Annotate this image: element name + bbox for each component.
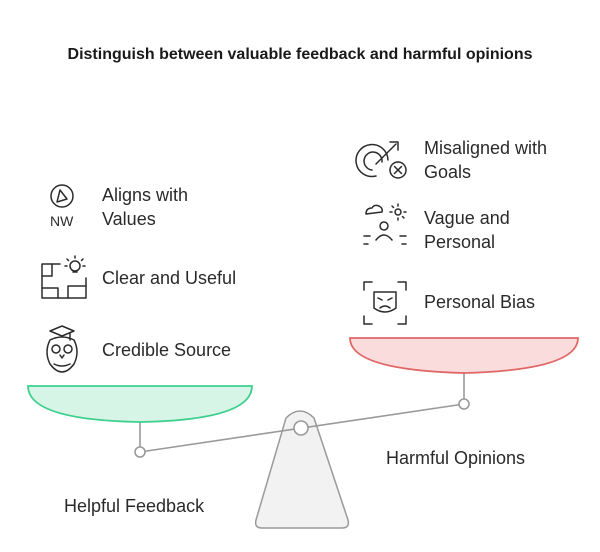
- target-cancel-icon: [355, 141, 407, 179]
- right-item-3-label: Personal Bias: [424, 292, 535, 312]
- right-item-1-line1: Misaligned with: [424, 138, 547, 158]
- left-item-1-line1: Aligns with: [102, 185, 188, 205]
- person-weather-icon: [363, 203, 407, 245]
- harmful-opinions-label: Harmful Opinions: [386, 448, 525, 468]
- left-item-1-line2: Values: [102, 209, 156, 229]
- right-item-1-line2: Goals: [424, 162, 471, 182]
- fulcrum: [254, 410, 350, 529]
- left-pan: [27, 385, 253, 423]
- helpful-feedback-label: Helpful Feedback: [64, 496, 205, 516]
- compass-icon-text: NW: [50, 213, 74, 229]
- right-pan: [349, 337, 579, 374]
- left-pan-joint: [134, 446, 146, 458]
- compass-icon: NW: [50, 184, 74, 229]
- blueprint-lightbulb-icon: [41, 255, 87, 299]
- owl-graduate-icon: [46, 325, 78, 373]
- page-title: Distinguish between valuable feedback an…: [67, 46, 533, 63]
- right-pan-joint: [458, 398, 470, 410]
- face-frame-icon: [363, 281, 407, 325]
- right-item-2-line2: Personal: [424, 232, 495, 252]
- left-item-2-label: Clear and Useful: [102, 268, 236, 288]
- right-item-2-line1: Vague and: [424, 208, 510, 228]
- fulcrum-pivot: [293, 420, 309, 436]
- left-item-3-label: Credible Source: [102, 340, 231, 360]
